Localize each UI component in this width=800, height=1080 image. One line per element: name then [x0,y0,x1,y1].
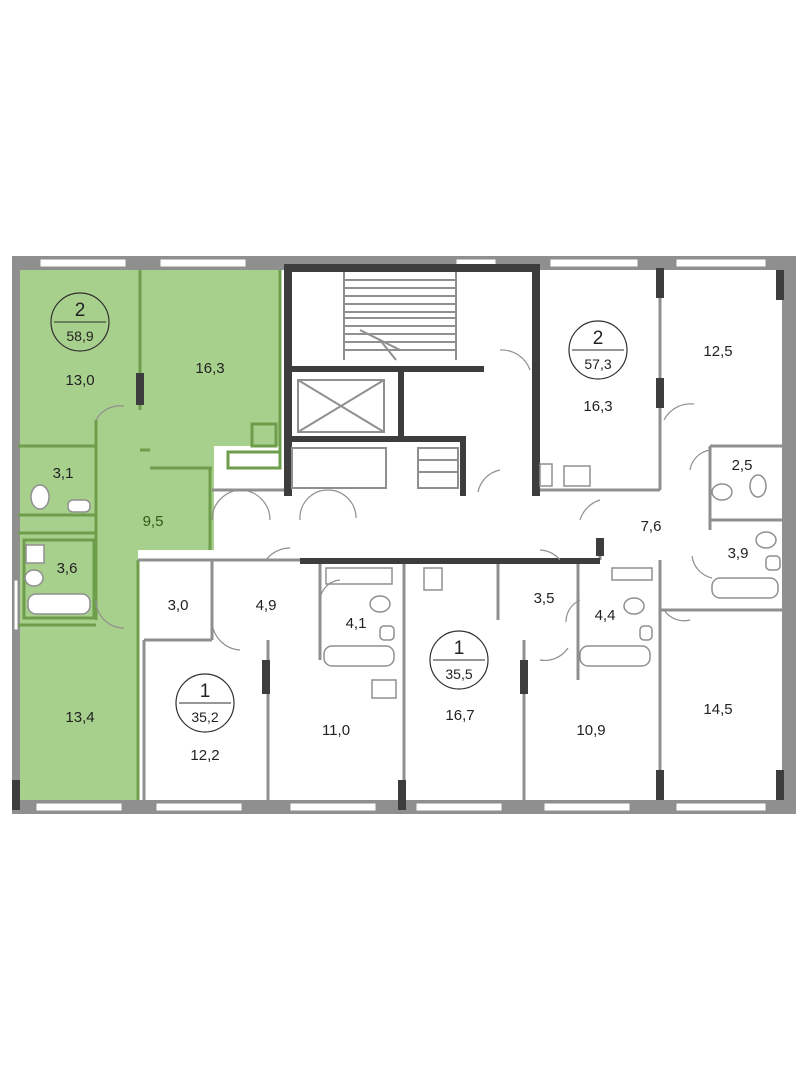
room-area: 14,5 [703,701,732,718]
apartment-rooms: 1 [200,681,211,702]
apartment-badge-2[interactable]: 2 57,3 [568,320,628,380]
room-area: 3,9 [728,545,749,562]
apartment-area: 57,3 [584,356,611,372]
outer-walls [12,256,796,814]
selected-apartment-walls [18,270,282,800]
room-area: 12,5 [703,343,732,360]
room-area: 16,3 [195,360,224,377]
room-area: 10,9 [576,722,605,739]
doors [95,349,713,661]
room-area: 9,5 [143,513,164,530]
room-area: 11,0 [322,722,350,739]
apartment-rooms: 2 [593,328,604,349]
room-area: 3,0 [168,597,189,614]
apartment-area: 58,9 [66,328,93,344]
apartment-area: 35,2 [191,709,218,725]
apartment-badge-4[interactable]: 1 35,5 [429,630,489,690]
room-area: 7,6 [641,518,662,535]
room-area: 13,0 [65,372,94,389]
apartment-badge-1[interactable]: 2 58,9 [50,292,110,352]
room-area: 3,6 [57,560,78,577]
selected-apartment[interactable] [18,270,280,800]
room-area: 4,9 [256,597,277,614]
apartment-badge-3[interactable]: 1 35,2 [175,673,235,733]
apartment-rooms: 1 [454,638,465,659]
room-area: 2,5 [732,457,753,474]
room-area: 3,1 [53,465,74,482]
room-area: 16,3 [583,398,612,415]
room-area: 4,1 [346,615,367,632]
apartment-rooms: 2 [75,300,86,321]
room-area: 3,5 [534,590,555,607]
fixtures [24,463,781,699]
apartment-area: 35,5 [445,666,472,682]
room-area: 16,7 [445,707,474,724]
stair-core [284,264,540,496]
room-area: 13,4 [65,709,94,726]
room-area: 12,2 [190,747,219,764]
room-area: 4,4 [595,607,616,624]
room-labels: 13,0 16,3 3,1 9,5 3,6 13,4 16,3 12,5 2,5… [53,343,753,764]
